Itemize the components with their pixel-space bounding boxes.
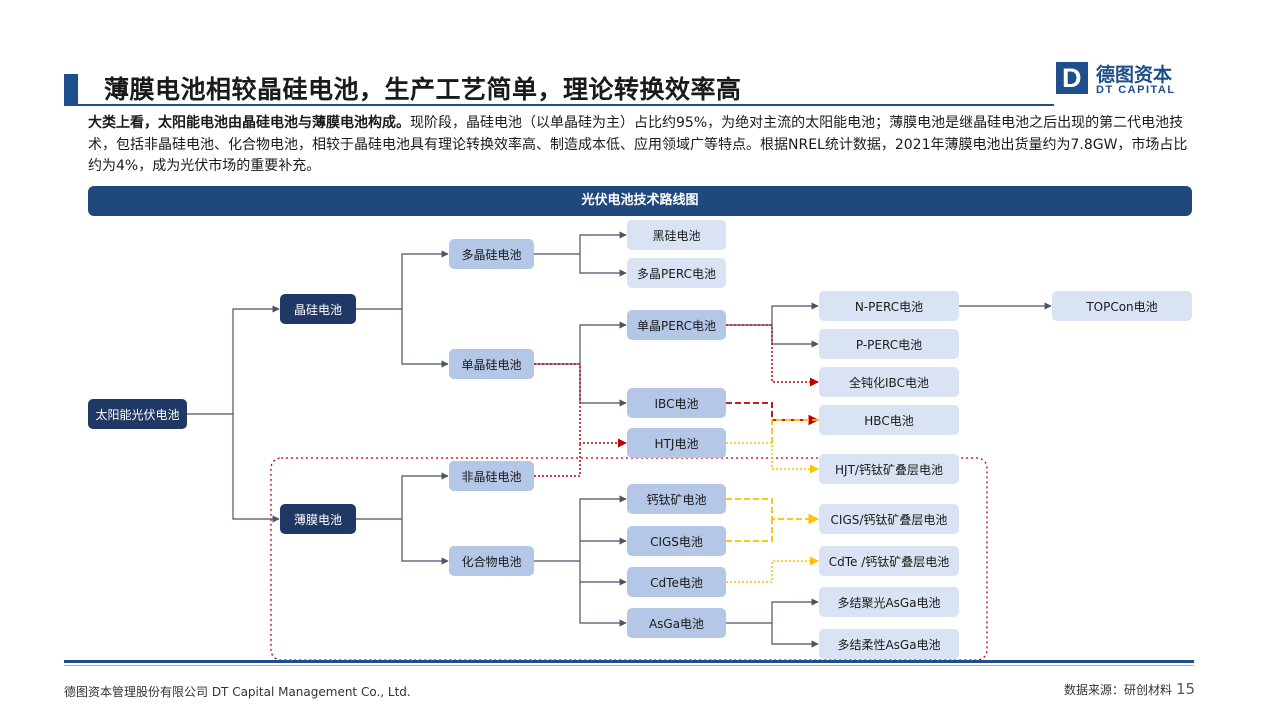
logo-text-en: DT CAPITAL [1096, 84, 1176, 96]
node-n-perc: N-PERC电池 [819, 291, 959, 321]
node-passivated-ibc: 全钝化IBC电池 [819, 367, 959, 397]
intro-bold: 大类上看，太阳能电池由晶硅电池与薄膜电池构成。 [88, 115, 410, 131]
data-source: 数据来源：研创材料 [1064, 683, 1173, 697]
node-cdte: CdTe电池 [627, 567, 726, 597]
node-topcon: TOPCon电池 [1052, 291, 1192, 321]
node-hbc: HBC电池 [819, 405, 959, 435]
title-accent-bar [64, 74, 78, 104]
node-polycrystalline: 多晶硅电池 [449, 239, 534, 269]
node-ibc: IBC电池 [627, 388, 726, 418]
node-thin-film: 薄膜电池 [280, 504, 356, 534]
node-cigs: CIGS电池 [627, 526, 726, 556]
node-amorphous-silicon: 非晶硅电池 [449, 461, 534, 491]
node-monocrystalline: 单晶硅电池 [449, 349, 534, 379]
node-asga: AsGa电池 [627, 608, 726, 638]
page-number: 15 [1176, 680, 1196, 698]
intro-text: 现阶段，晶硅电池（以单晶硅为主）占比约95%，为绝对主流的太阳能电池；薄膜电池是… [88, 115, 1188, 174]
node-asga-concentrator: 多结聚光AsGa电池 [819, 587, 959, 617]
node-perovskite: 钙钛矿电池 [627, 484, 726, 514]
node-p-perc: P-PERC电池 [819, 329, 959, 359]
footer-divider [64, 660, 1194, 663]
node-htj: HTJ电池 [627, 428, 726, 458]
title-divider [64, 104, 1054, 106]
intro-paragraph: 大类上看，太阳能电池由晶硅电池与薄膜电池构成。现阶段，晶硅电池（以单晶硅为主）占… [88, 113, 1198, 178]
node-solar-pv-cell: 太阳能光伏电池 [88, 399, 187, 429]
page-title: 薄膜电池相较晶硅电池，生产工艺简单，理论转换效率高 [104, 75, 742, 104]
node-compound: 化合物电池 [449, 546, 534, 576]
node-hjt-perovskite-tandem: HJT/钙钛矿叠层电池 [819, 454, 959, 484]
node-cigs-perovskite-tandem: CIGS/钙钛矿叠层电池 [819, 504, 959, 534]
node-cdte-perovskite-tandem: CdTe /钙钛矿叠层电池 [819, 546, 959, 576]
logo-icon: D [1056, 62, 1088, 94]
node-crystalline-silicon: 晶硅电池 [280, 294, 356, 324]
diagram-banner: 光伏电池技术路线图 [88, 186, 1192, 216]
node-black-silicon: 黑硅电池 [627, 220, 726, 250]
logo-text-cn: 德图资本 [1096, 64, 1173, 86]
node-asga-flexible: 多结柔性AsGa电池 [819, 629, 959, 659]
node-poly-perc: 多晶PERC电池 [627, 258, 726, 288]
footer-company: 德图资本管理股份有限公司 DT Capital Management Co., … [64, 685, 411, 699]
footer-divider-thin [64, 665, 1194, 666]
logo-mark: D [1062, 63, 1082, 93]
node-mono-perc: 单晶PERC电池 [627, 310, 726, 340]
